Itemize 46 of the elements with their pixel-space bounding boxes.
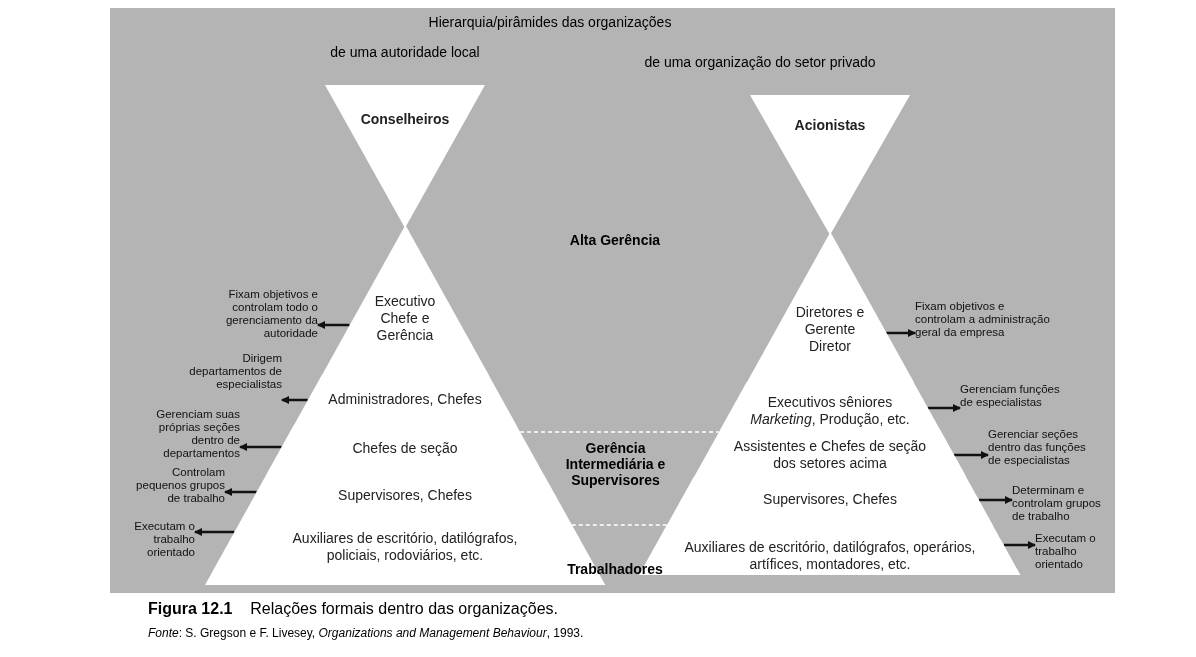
pyramid-layer	[293, 375, 517, 425]
inverted-triangle	[750, 95, 910, 235]
arrow	[1004, 541, 1036, 549]
layer-label: Assistentes e Chefes de seção dos setores acima	[732, 438, 928, 472]
annotation-text: Executam o trabalho orientado	[120, 520, 195, 559]
arrow	[927, 404, 961, 412]
layer-label: Supervisores, Chefes	[337, 487, 473, 504]
arrow	[886, 329, 916, 337]
arrow	[239, 443, 282, 451]
layer-label: Diretores e Gerente Diretor	[794, 304, 866, 355]
annotation-text: Gerenciam suas próprias seções dentro de departamentos	[145, 408, 240, 460]
layer-label: Auxiliares de escritório, datilógrafos, operários, artífices, montadores, etc.	[683, 539, 977, 573]
band-label: Trabalhadores	[566, 561, 664, 577]
annotation-text: Gerenciar seções dentro das funções de especialistas	[988, 428, 1098, 467]
layer-label: Supervisores, Chefes	[762, 491, 898, 508]
subheading: de uma autoridade local	[329, 44, 481, 60]
arrow	[194, 528, 235, 536]
layer-label: Executivo Chefe e Gerência	[373, 293, 437, 344]
annotation-text: Gerenciam funções de especialistas	[960, 383, 1060, 409]
arrow	[954, 451, 989, 459]
source-note: Fonte: S. Gregson e F. Livesey, Organizations and Management Behaviour, 1993.	[148, 626, 585, 640]
layer-label: Executivos sêniores Marketing, Produção, etc.	[749, 394, 911, 428]
annotation-text: Fixam objetivos e controlam todo o gerenciamento da autoridade	[213, 288, 318, 340]
arrow	[979, 496, 1013, 504]
arrow	[281, 396, 308, 404]
layer-label: Administradores, Chefes	[327, 391, 483, 408]
band-label: Gerência Intermediária e Supervisores	[564, 440, 667, 488]
layer-label: Acionistas	[793, 117, 867, 134]
annotation-text: Determinam e controlam grupos de trabalho	[1012, 484, 1107, 523]
inverted-triangle	[325, 85, 485, 228]
pyramid-layer	[719, 382, 941, 430]
arrow	[224, 488, 257, 496]
layer-label: Chefes de seção	[351, 440, 459, 457]
annotation-text: Dirigem departamentos de especialistas	[187, 352, 282, 391]
layer-label: Conselheiros	[359, 111, 451, 128]
figure-caption: Figura 12.1 Relações formais dentro das organizações.	[148, 600, 558, 618]
annotation-text: Fixam objetivos e controlam a administração geral da empresa	[915, 300, 1050, 339]
annotation-text: Controlam pequenos grupos de trabalho	[135, 466, 225, 505]
pyramid-layer	[239, 475, 571, 522]
subheading: de uma organização do setor privado	[643, 54, 877, 70]
title: Hierarquia/pirâmides das organizações	[427, 14, 673, 30]
band-label: Alta Gerência	[568, 232, 662, 248]
annotation-text: Executam o trabalho orientado	[1035, 532, 1107, 571]
layer-label: Auxiliares de escritório, datilógrafos, policiais, rodoviários, etc.	[291, 530, 519, 564]
pyramid-layer	[667, 477, 993, 525]
arrow	[317, 321, 350, 329]
